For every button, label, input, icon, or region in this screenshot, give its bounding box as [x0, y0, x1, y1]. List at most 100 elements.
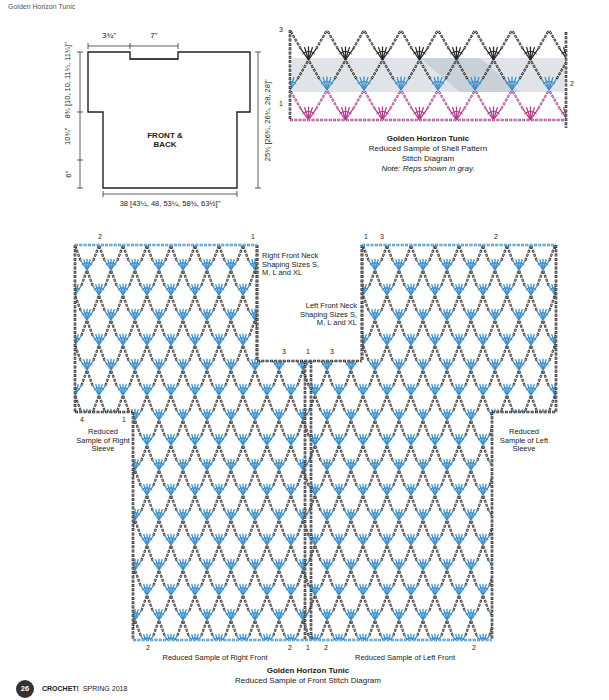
chain-stitch [339, 245, 345, 261]
chain-stitch [272, 60, 283, 79]
shell-stitch [315, 288, 318, 289]
shell-stitch [561, 261, 567, 270]
chain-stitch [586, 30, 597, 49]
shell-stitch [333, 336, 339, 345]
shell-stitch [587, 263, 590, 264]
shell-stitch [562, 313, 565, 315]
chain-stitch [594, 60, 605, 79]
shell-stitch [571, 52, 574, 54]
shell-stitch [570, 363, 573, 365]
shell-stitch [605, 112, 608, 113]
shell-stitch [315, 286, 321, 295]
chain-stitch [579, 295, 585, 311]
shell-stitch [274, 313, 277, 315]
shell-stitch [586, 313, 589, 315]
chain-stitch [51, 295, 57, 311]
chain-stitch [573, 295, 579, 311]
shell-stitch [586, 363, 589, 365]
shell-stitch [275, 52, 278, 54]
chain-stitch [351, 270, 357, 286]
chain-stitch [273, 320, 279, 336]
shell-stitch [63, 311, 69, 320]
chain-stitch [333, 345, 339, 361]
chain-stitch [597, 345, 603, 361]
shell-stitch [330, 263, 333, 265]
shell-stitch [264, 49, 272, 60]
shell-stitch [291, 284, 294, 295]
shell-stitch [284, 82, 287, 84]
chain-stitch [597, 345, 603, 361]
shell-stitch [606, 338, 609, 340]
shell-stitch [315, 334, 318, 345]
shell-stitch [591, 309, 594, 320]
shell-stitch [603, 386, 609, 395]
shell-stitch [288, 284, 291, 295]
chain-stitch [267, 295, 273, 311]
shell-stitch [324, 259, 327, 270]
shell-stitch [598, 52, 601, 54]
chain-stitch [345, 270, 351, 286]
shell-stitch [564, 359, 567, 370]
shell-stitch [603, 286, 609, 295]
chain-stitch [597, 295, 603, 311]
shell-stitch [591, 359, 594, 370]
shell-stitch [270, 338, 273, 340]
shell-stitch [286, 338, 289, 340]
chain-stitch [573, 245, 579, 261]
chain-stitch [51, 345, 57, 361]
shell-stitch [599, 338, 602, 339]
shell-stitch [605, 47, 609, 60]
shell-stitch [561, 311, 567, 320]
shell-stitch [606, 288, 609, 290]
chain-stitch [333, 245, 339, 261]
shell-stitch [294, 288, 297, 290]
shell-stitch [601, 107, 605, 120]
shell-stitch [57, 261, 63, 270]
shell-stitch [573, 386, 579, 395]
shell-stitch [568, 47, 572, 60]
shell-stitch [561, 361, 567, 370]
shell-stitch [597, 386, 603, 395]
chain-stitch [567, 270, 573, 286]
shell-stitch [315, 338, 318, 339]
chain-stitch [575, 90, 586, 109]
shell-stitch [603, 288, 606, 289]
shell-stitch [268, 47, 272, 60]
shell-stitch [558, 288, 561, 290]
chain-stitch [345, 270, 351, 286]
shell-stitch [339, 284, 342, 295]
shell-stitch [594, 313, 597, 315]
shell-stitch [568, 109, 576, 120]
shell-stitch [59, 313, 62, 314]
shell-stitch [588, 309, 591, 320]
shell-stitch [563, 363, 566, 364]
shell-stitch [591, 361, 597, 370]
chain-stitch [261, 295, 267, 311]
chain-stitch [267, 345, 273, 361]
chain-stitch [575, 30, 586, 49]
chain-stitch [579, 245, 585, 261]
chain-stitch [561, 270, 567, 286]
shell-stitch [318, 338, 321, 340]
shell-stitch [576, 384, 579, 395]
shell-stitch [279, 311, 285, 320]
shell-stitch [576, 334, 579, 345]
shell-stitch [275, 313, 278, 314]
chain-stitch [285, 345, 291, 361]
chain-stitch [285, 295, 291, 311]
chain-stitch [315, 345, 321, 361]
shell-stitch [585, 261, 591, 270]
shell-stitch [322, 263, 325, 265]
shell-stitch [279, 309, 282, 320]
shell-stitch [600, 284, 603, 295]
shell-stitch [588, 259, 591, 270]
shell-stitch [351, 263, 354, 264]
shell-stitch [564, 259, 567, 270]
shell-stitch [603, 284, 606, 295]
chain-stitch [63, 320, 69, 336]
shell-stitch [272, 52, 275, 53]
shell-stitch [579, 386, 585, 395]
shell-stitch [311, 288, 314, 289]
chain-stitch [573, 295, 579, 311]
chain-stitch [585, 370, 591, 386]
